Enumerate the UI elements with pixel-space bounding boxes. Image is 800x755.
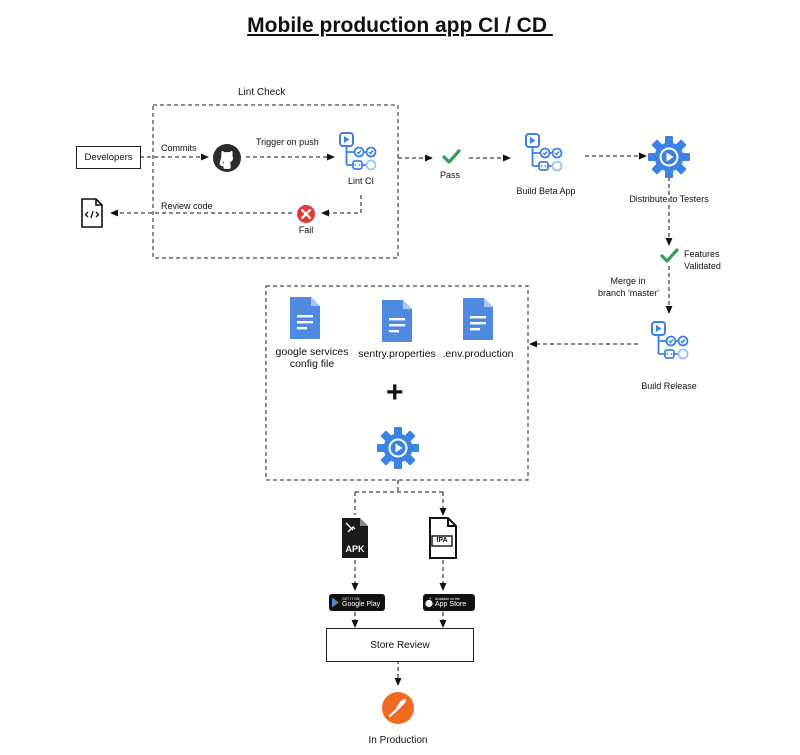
store-review-node: Store Review	[326, 628, 474, 662]
lint-ci-workflow-icon	[339, 132, 377, 171]
app-store-big-text: App Store	[435, 600, 467, 608]
merge-label: Merge in branch 'master'	[598, 276, 659, 298]
github-icon	[213, 144, 241, 172]
edge-lint-to-fail	[321, 195, 362, 217]
distribute-label: Distribute to Testers	[629, 194, 709, 204]
fail-x-icon	[297, 205, 315, 223]
env-file-icon	[463, 298, 493, 340]
google-play-icon	[332, 597, 339, 608]
app-store-small-text: Available on the	[435, 596, 460, 601]
env-label: .env.production	[442, 348, 514, 360]
fail-label: Fail	[298, 225, 314, 235]
review-code-edge-label: Review code	[161, 201, 213, 211]
google-play-big-text: Google Play	[342, 600, 381, 608]
pass-check-icon	[442, 149, 461, 164]
google-services-label: google services config file	[275, 346, 349, 370]
ipa-label: IPA	[436, 537, 448, 544]
plus-sign: +	[386, 376, 404, 409]
build-gear-icon	[377, 427, 419, 469]
in-production-label: In Production	[368, 735, 428, 746]
google-play-small-text: GET IT ON	[342, 596, 360, 601]
commits-edge-label: Commits	[161, 143, 197, 153]
build-release-label: Build Release	[641, 381, 697, 391]
developers-label: Developers	[84, 152, 133, 163]
ipa-file-icon	[429, 517, 457, 559]
features-check-icon	[660, 248, 679, 263]
google-play-badge[interactable]: GET IT ON Google Play	[329, 594, 385, 611]
pass-label: Pass	[439, 170, 460, 180]
production-rocket-icon	[382, 692, 414, 724]
build-beta-label: Build Beta App	[516, 186, 576, 196]
apk-label: APK	[345, 544, 365, 554]
release-config-group	[265, 285, 529, 481]
developers-node: Developers	[76, 146, 141, 169]
trigger-edge-label: Trigger on push	[256, 137, 319, 147]
build-release-workflow-icon	[651, 321, 689, 360]
store-review-label: Store Review	[370, 639, 430, 651]
build-beta-workflow-icon	[525, 133, 563, 172]
app-store-badge[interactable]: Available on the App Store	[423, 594, 475, 611]
lint-check-label: Lint Check	[238, 87, 286, 98]
google-services-file-icon	[290, 297, 320, 339]
edge-build-outputs	[354, 480, 443, 515]
features-validated-label: Features Validated	[684, 249, 721, 271]
lint-check-group	[152, 104, 399, 259]
sentry-label: sentry.properties	[358, 348, 436, 360]
diagram-title: Mobile production app CI / CD	[247, 14, 553, 37]
code-file-icon	[81, 198, 103, 228]
lint-ci-label: Lint CI	[347, 176, 374, 186]
apk-file-icon	[342, 518, 368, 558]
apple-icon	[425, 597, 433, 608]
distribute-gear-icon	[648, 136, 690, 178]
sentry-file-icon	[382, 300, 412, 342]
